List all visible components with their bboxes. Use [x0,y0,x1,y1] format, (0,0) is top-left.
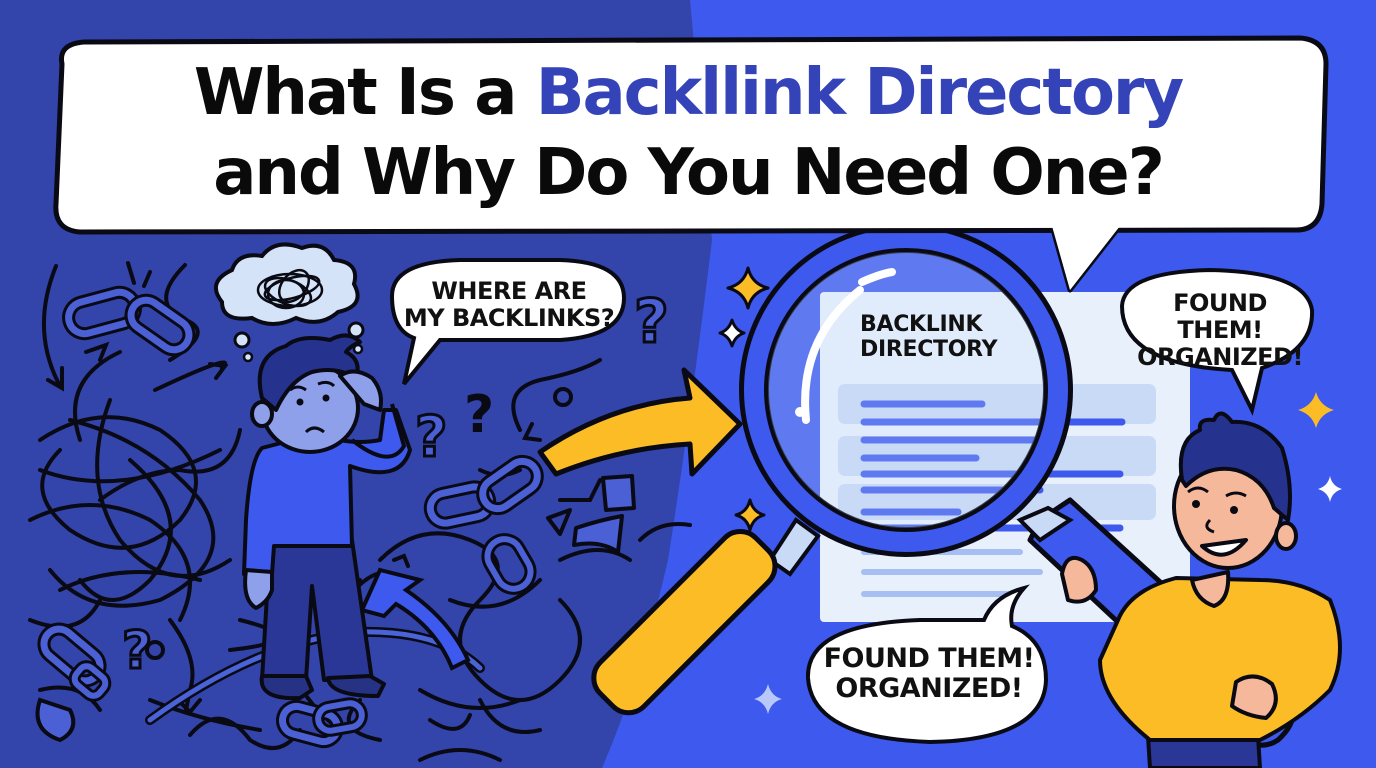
title-line-1: What Is a Backllink Directory [52,56,1324,130]
title-line-2: and Why Do You Need One? [213,136,1165,210]
svg-text:?: ? [415,405,447,470]
magnifying-glass-icon [591,223,1073,716]
directory-heading-line-2: DIRECTORY [860,337,998,363]
svg-text:?: ? [464,385,494,445]
confused-speech-text: WHERE ARE MY BACKLINKS? [396,278,622,332]
found-bottom-text: FOUND THEM! ORGANIZED! [814,643,1044,705]
tangled-lines [28,263,692,762]
speech-bubble-confused [389,258,627,386]
found-bottom-line-1: FOUND THEM! [823,643,1035,674]
confused-line-2: MY BACKLINKS? [403,303,615,332]
curved-arrow-icon [359,567,471,671]
thought-cloud [213,242,365,363]
directory-heading-line-1: BACKLINK [860,312,983,337]
sparkle-icon [718,266,1342,714]
title-prefix: What Is a [193,56,536,130]
svg-text:?: ? [634,287,669,357]
chain-link-icon [275,697,368,749]
broken-link-icon [481,533,537,595]
chain-link-icon [62,261,196,357]
directory-heading: BACKLINK DIRECTORY [860,312,998,363]
title-accent: Backllink Directory [535,56,1184,130]
paper-scraps [546,474,636,554]
chain-link-icon [35,622,112,743]
chain-link-icon [423,454,544,530]
title-bubble [53,35,1329,235]
confused-person [242,333,412,701]
confused-line-1: WHERE ARE [431,277,587,305]
speech-bubble-found-top [1119,267,1315,416]
speech-bubble-found-bottom [805,584,1049,745]
found-top-text: FOUND THEM! ORGANIZED! [1128,290,1312,371]
yellow-arrow-icon [537,367,743,477]
found-top-line-2: ORGANIZED! [1137,342,1303,371]
happy-person [1060,411,1342,768]
found-bottom-line-2: ORGANIZED! [835,673,1023,705]
found-top-line-1: FOUND THEM! [1173,289,1267,344]
